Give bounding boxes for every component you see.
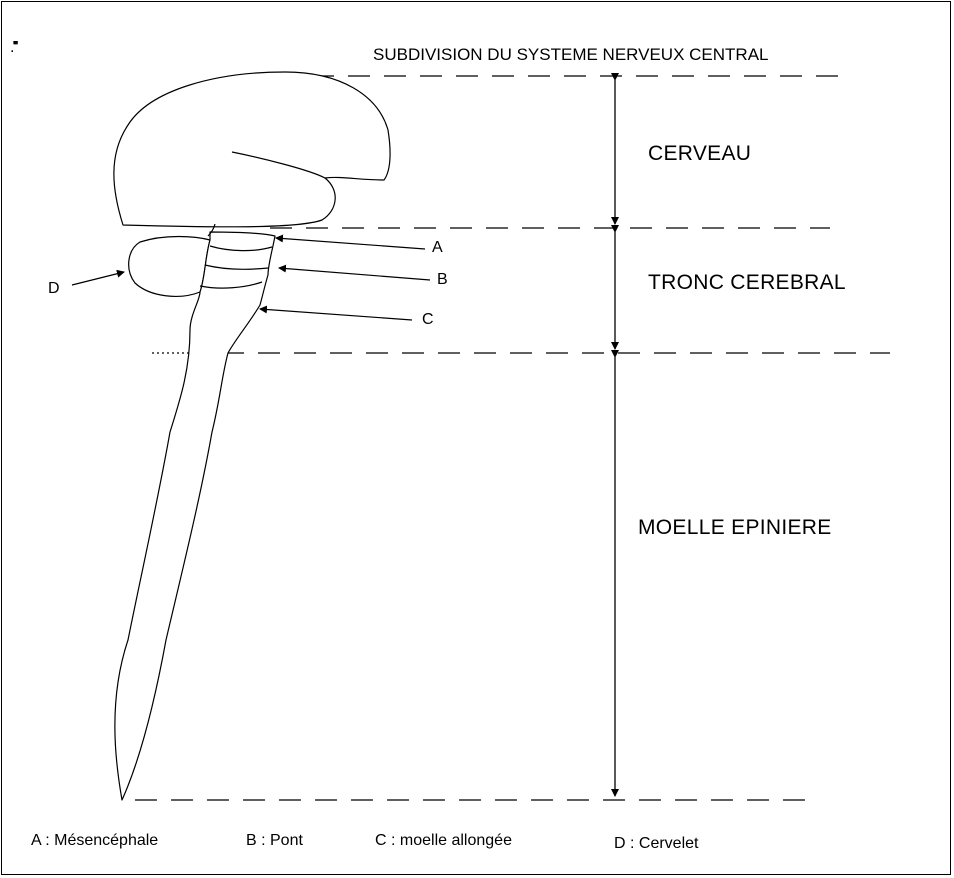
diagram-title: SUBDIVISION DU SYSTEME NERVEUX CENTRAL: [373, 46, 769, 63]
cerebrum-shape: [114, 72, 390, 227]
pointer-label-a: A: [432, 240, 443, 256]
pointer-a-arrow: [276, 238, 425, 249]
legend-item-c: C : moelle allongée: [375, 833, 512, 849]
pointer-label-d: D: [48, 281, 60, 297]
cerebellum-shape: [129, 237, 210, 297]
region-label-tronc-cerebral: TRONC CEREBRAL: [648, 272, 846, 293]
pointer-label-c: C: [422, 312, 434, 328]
corner-mark: .'''': [10, 40, 17, 56]
brainstem-spinal-cord-shape: [115, 232, 275, 800]
legend-item-b: B : Pont: [246, 833, 303, 849]
region-label-moelle-epiniere: MOELLE EPINIERE: [638, 517, 832, 538]
pointer-label-b: B: [437, 272, 448, 288]
pointer-b-arrow: [279, 268, 430, 280]
legend-item-a: A : Mésencéphale: [31, 833, 158, 849]
pointer-c-arrow: [260, 309, 412, 320]
legend-item-d: D : Cervelet: [614, 836, 698, 852]
region-label-cerveau: CERVEAU: [648, 143, 751, 164]
pointer-d-arrow: [72, 272, 124, 285]
